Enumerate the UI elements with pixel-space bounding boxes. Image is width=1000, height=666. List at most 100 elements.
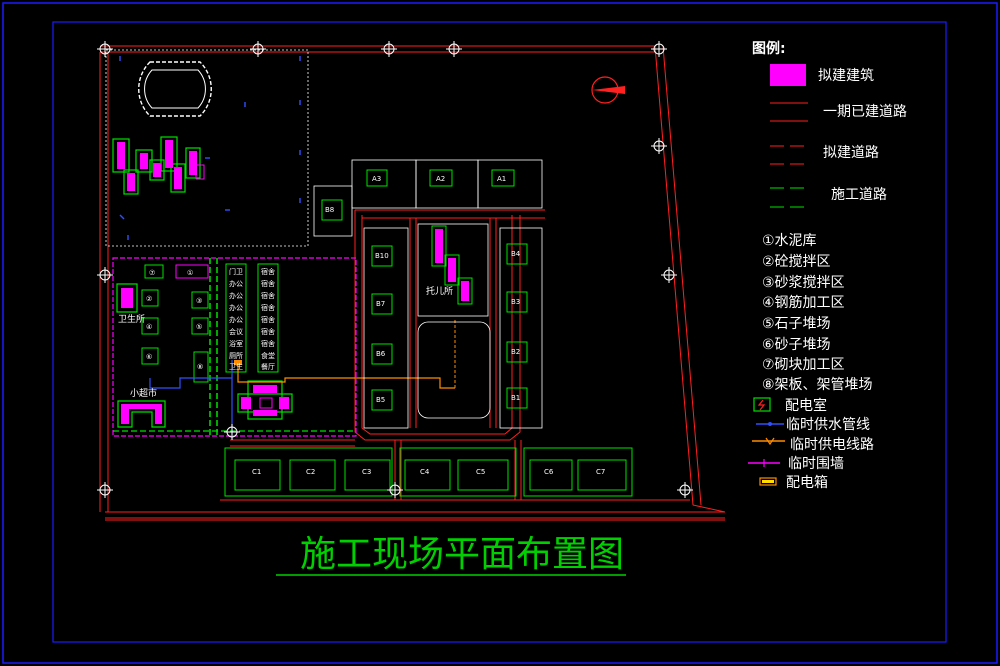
temp-wall-swatch: [748, 459, 780, 467]
crosshair-marker: [97, 482, 113, 498]
dorm-item: 宿舍: [261, 327, 275, 336]
zone-8-marker: ⑧: [197, 363, 203, 371]
legend-zone: ⑤石子堆场: [762, 316, 831, 332]
dist-box-icon: [759, 477, 777, 486]
zone-5-marker: ⑤: [196, 323, 202, 331]
crosshair-marker: [381, 41, 397, 57]
phase1-road-swatch: [770, 102, 808, 122]
legend-heading: 图例:: [752, 40, 786, 57]
office-item: 办公: [229, 279, 243, 288]
legend-phase1-road: 一期已建道路: [823, 104, 907, 120]
block-c6: C6: [544, 468, 554, 476]
water-line-swatch: [756, 422, 784, 426]
office-item: 办公: [229, 315, 243, 324]
legend-zone: ⑧架板、架管堆场: [762, 377, 873, 393]
zone-2-marker: ②: [146, 295, 152, 303]
block-c5: C5: [476, 468, 485, 476]
office-item: 门卫: [229, 267, 243, 276]
office-column-right: 宿舍 宿舍 宿舍 宿舍 宿舍 宿舍 宿舍 食堂 餐厅: [261, 267, 275, 371]
crosshair-marker: [446, 41, 462, 57]
crosshair-marker: [677, 482, 693, 498]
legend-zone: ⑥砂子堆场: [762, 337, 831, 353]
block-b8: B8: [325, 206, 334, 214]
zone-4-marker: ④: [146, 323, 152, 331]
zone-7-marker: ⑦: [149, 269, 155, 277]
legend-dist-box: 配电箱: [786, 475, 828, 491]
block-b1: B1: [511, 394, 520, 402]
legend-zone: ②砼搅拌区: [762, 254, 831, 270]
legend-proposed-road: 拟建道路: [823, 145, 879, 161]
construction-road-swatch: [770, 187, 808, 208]
legend-proposed-building: 拟建建筑: [818, 68, 874, 84]
crosshair-marker: [97, 267, 113, 283]
block-a1: A1: [497, 175, 506, 183]
office-item: 卫生: [229, 362, 243, 371]
crosshair-marker: [651, 41, 667, 57]
block-c2: C2: [306, 468, 315, 476]
block-c1: C1: [252, 468, 261, 476]
toilet-label: 卫生所: [118, 313, 145, 325]
substation-icon: [753, 397, 771, 412]
block-a3: A3: [372, 175, 381, 183]
canteen-label: 小超市: [130, 387, 157, 399]
crosshair-marker: [97, 41, 113, 57]
office-item: 浴室: [229, 339, 243, 348]
legend-zone: ⑦砌块加工区: [762, 357, 845, 373]
block-b6: B6: [376, 350, 386, 358]
block-b7: B7: [376, 300, 385, 308]
block-b3: B3: [511, 298, 520, 306]
block-c7: C7: [596, 468, 605, 476]
zone-1-marker: ①: [187, 269, 193, 277]
residential-blocks: A3 A2 A1 B8 B10 B7 B6 B5 B4 B3 B2 B1 托儿所: [313, 159, 543, 429]
office-compound: [112, 257, 456, 440]
dorm-item: 食堂: [261, 351, 275, 360]
crosshair-marker: [661, 267, 677, 283]
proposed-road-swatch: [770, 145, 808, 165]
drawing-title: 施工现场平面布置图: [300, 534, 624, 575]
legend-zone: ③砂浆搅拌区: [762, 275, 845, 291]
legend: 图例: 拟建建筑 一期已建道路 拟建道路 施工道路 ①水泥库 ②砼搅拌区 ③砂浆…: [748, 40, 907, 491]
block-c3: C3: [362, 468, 371, 476]
site-roads: [99, 45, 726, 521]
north-arrow-icon: [591, 76, 625, 104]
kindergarten-label: 托儿所: [426, 285, 453, 297]
block-a2: A2: [436, 175, 445, 183]
block-b5: B5: [376, 396, 385, 404]
inner-frame: [52, 21, 947, 643]
block-c4: C4: [420, 468, 430, 476]
proposed-building-swatch: [770, 64, 806, 86]
survey-markers: [97, 41, 693, 498]
dorm-item: 宿舍: [261, 303, 275, 312]
crosshair-marker: [651, 138, 667, 154]
dorm-item: 餐厅: [261, 362, 275, 371]
zone-6-marker: ⑥: [146, 353, 152, 361]
dorm-item: 宿舍: [261, 279, 275, 288]
legend-zone: ①水泥库: [762, 233, 817, 249]
office-item: 厕所: [229, 351, 243, 360]
office-item: 办公: [229, 303, 243, 312]
block-b4: B4: [511, 250, 521, 258]
dorm-item: 宿舍: [261, 291, 275, 300]
power-line-swatch: [752, 437, 785, 446]
zone-3-marker: ③: [196, 297, 202, 305]
crosshair-marker: [250, 41, 266, 57]
dorm-item: 宿舍: [261, 339, 275, 348]
office-item: 办公: [229, 291, 243, 300]
legend-zone: ④钢筋加工区: [762, 294, 845, 311]
crosshair-marker: [224, 424, 240, 440]
legend-temp-wall: 临时围墙: [788, 456, 844, 472]
dorm-item: 宿舍: [261, 315, 275, 324]
crosshair-marker: [387, 482, 403, 498]
legend-water-line: 临时供水管线: [786, 417, 870, 433]
block-b2: B2: [511, 348, 520, 356]
legend-substation: 配电室: [785, 397, 827, 414]
office-item: 会议: [229, 327, 243, 336]
block-b10: B10: [375, 252, 389, 260]
dorm-item: 宿舍: [261, 267, 275, 276]
office-column-left: 门卫 办公 办公 办公 办公 会议 浴室 厕所 卫生: [229, 267, 243, 371]
upper-left-compound: [105, 49, 309, 247]
legend-construction-road: 施工道路: [831, 187, 887, 203]
c-row-buildings: [224, 447, 633, 497]
